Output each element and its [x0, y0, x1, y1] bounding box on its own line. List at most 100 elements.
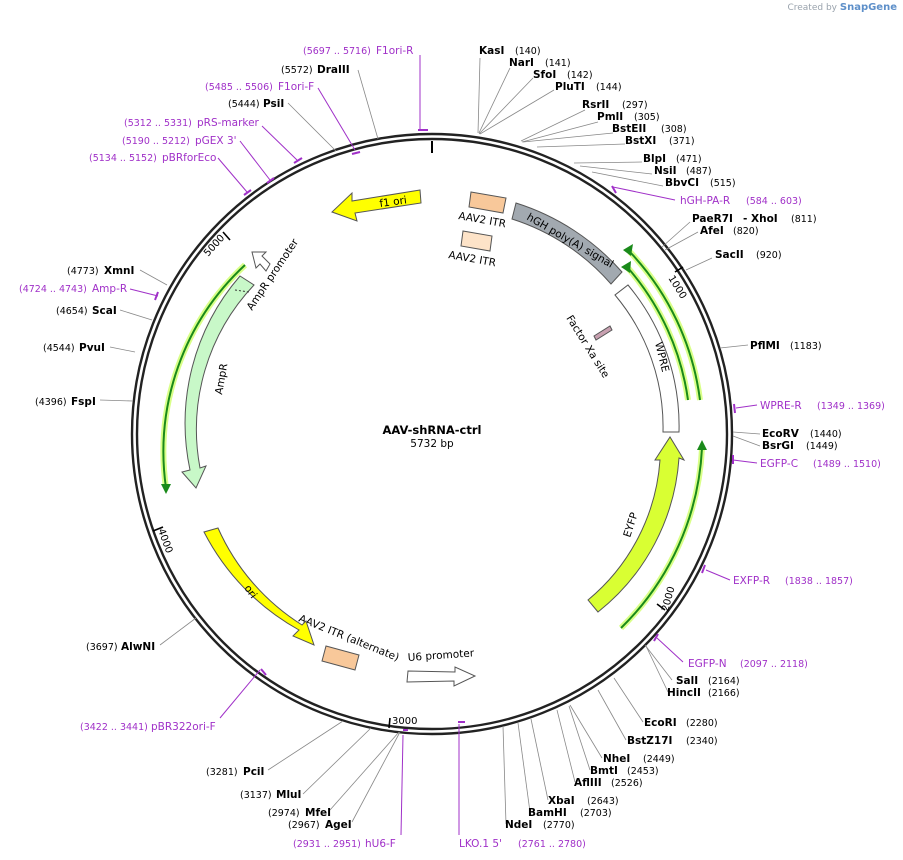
- enzyme-bbvci[interactable]: BbvCI(515): [665, 177, 736, 189]
- enzyme-mfei[interactable]: (2974)MfeI: [268, 807, 331, 819]
- enzyme-nhei[interactable]: NheI(2449): [603, 753, 675, 765]
- primer-f1ori-r[interactable]: (5697 .. 5716)F1ori-R: [303, 45, 413, 57]
- enzyme-pvui[interactable]: (4544)PvuI: [43, 342, 105, 354]
- enzyme-pluti[interactable]: PluTI(144): [555, 81, 622, 93]
- enzyme-pmli[interactable]: PmlI (305): [597, 111, 660, 123]
- primer-f1ori-f[interactable]: (5485 .. 5506)F1ori-F: [205, 81, 314, 93]
- enzyme-bamhi[interactable]: BamHI(2703): [528, 807, 612, 819]
- feature-hgh-polya[interactable]: hGH poly(A) signal: [511, 202, 623, 285]
- enzyme-pcii[interactable]: (3281)PciI: [206, 766, 264, 778]
- primer-pbr322ori-f[interactable]: (3422 .. 3441)pBR322ori-F: [80, 721, 216, 733]
- primer-pgex-3[interactable]: (5190 .. 5212)pGEX 3': [122, 135, 237, 147]
- enzyme-name: BamHI: [528, 807, 567, 819]
- enzyme-bsteii[interactable]: BstEII(308): [612, 123, 687, 135]
- tick-3000: 3000: [388, 716, 417, 729]
- enzyme-name: BmtI: [590, 765, 618, 777]
- enzyme-nari[interactable]: NarI(141): [509, 57, 571, 69]
- feature-u6-promoter[interactable]: U6 promoter: [406, 647, 477, 687]
- enzyme-bstz17i[interactable]: BstZ17I (2340): [627, 735, 718, 747]
- enzyme-pos: (2280): [686, 718, 718, 729]
- enzyme-pflmi[interactable]: PflMI(1183): [750, 340, 822, 352]
- enzyme-psii[interactable]: (5444)PsiI: [228, 98, 284, 110]
- enzyme-agei[interactable]: (2967)AgeI: [288, 819, 352, 831]
- feature-eyfp[interactable]: EYFP: [587, 436, 686, 613]
- enzyme-sali[interactable]: SalI(2164): [676, 675, 740, 687]
- enzyme-blpi[interactable]: BlpI(471): [643, 153, 702, 165]
- feature-aav2-itr-1[interactable]: AAV2 ITR: [457, 191, 507, 230]
- enzyme-pos: (3281): [206, 767, 238, 778]
- primer-name: EGFP-N: [688, 658, 727, 670]
- enzyme-ndei[interactable]: NdeI(2770): [505, 819, 575, 831]
- enzyme-name: NheI: [603, 753, 630, 765]
- enzyme-fspi[interactable]: (4396)FspI: [35, 396, 96, 408]
- primer-pbrforeco[interactable]: (5134 .. 5152)pBRforEco: [89, 152, 216, 164]
- enzyme-ecori[interactable]: EcoRI(2280): [644, 717, 718, 729]
- primer-lko1-5[interactable]: LKO.1 5'(2761 .. 2780): [459, 838, 586, 850]
- primer-name: pRS-marker: [197, 117, 260, 129]
- feature-f1-ori[interactable]: f1 ori: [331, 189, 422, 222]
- enzyme-pos: (1183): [790, 341, 822, 352]
- enzyme-bstxi[interactable]: BstXI(371): [625, 135, 695, 147]
- enzyme-name: AfeI: [700, 225, 724, 237]
- enzyme-pos: (4773): [67, 266, 99, 277]
- enzyme-afei[interactable]: AfeI(820): [700, 225, 759, 237]
- primer-name: LKO.1 5': [459, 838, 502, 850]
- primer-prs-marker[interactable]: (5312 .. 5331)pRS-marker: [124, 117, 260, 129]
- enzyme-draiii[interactable]: (5572)DraIII: [281, 64, 350, 76]
- primer-hgh-pa-r[interactable]: hGH-PA-R(584 .. 603): [680, 195, 802, 207]
- enzyme-name: AgeI: [325, 819, 352, 831]
- enzyme-pos: (305): [634, 112, 660, 123]
- enzyme-pos: (144): [596, 82, 622, 93]
- enzyme-name: XbaI: [548, 795, 575, 807]
- enzyme-pos: (5572): [281, 65, 313, 76]
- brand-prefix: Created by: [787, 3, 837, 13]
- enzyme-mlui[interactable]: (3137)MluI: [240, 789, 301, 801]
- primer-hu6-f[interactable]: (2931 .. 2951)hU6-F: [293, 838, 396, 850]
- outer-arrow-right-1: [623, 244, 703, 401]
- enzyme-xbai[interactable]: XbaI(2643): [548, 795, 619, 807]
- enzyme-name: RsrII: [582, 99, 609, 111]
- enzyme-sfoi[interactable]: SfoI(142): [533, 69, 593, 81]
- enzyme-name: PvuI: [79, 342, 105, 354]
- enzyme-bsrgi[interactable]: BsrGI(1449): [762, 440, 838, 452]
- enzyme-name: BstZ17I: [627, 735, 672, 747]
- enzyme-name: EcoRV: [762, 428, 800, 440]
- enzyme-afliii[interactable]: AflIII(2526): [574, 777, 643, 789]
- enzyme-nsii[interactable]: NsiI (487): [654, 165, 712, 177]
- feature-label-f1-ori: f1 ori: [379, 194, 408, 210]
- primer-amp-r[interactable]: (4724 .. 4743)Amp-R: [19, 283, 127, 295]
- tick-label-3000: 3000: [392, 716, 417, 727]
- enzyme-name: PmlI: [597, 111, 623, 123]
- feature-aav2-itr-2[interactable]: AAV2 ITR: [447, 230, 497, 269]
- enzyme-kasi[interactable]: KasI(140): [479, 45, 541, 57]
- enzyme-pos: (3697): [86, 642, 118, 653]
- primer-egfp-n[interactable]: EGFP-N(2097 .. 2118): [688, 658, 808, 670]
- enzyme-scai[interactable]: (4654)ScaI: [56, 305, 117, 317]
- enzyme-pos: (487): [686, 166, 712, 177]
- enzyme-name: BlpI: [643, 153, 666, 165]
- enzyme-hincii[interactable]: HincII(2166): [667, 687, 740, 699]
- enzyme-xmni[interactable]: (4773)XmnI: [67, 265, 134, 277]
- enzyme-pos: (2340): [686, 736, 718, 747]
- feature-ampr[interactable]: AmpR: [181, 275, 255, 489]
- enzyme-name: BstXI: [625, 135, 656, 147]
- enzyme-sacii[interactable]: SacII(920): [715, 249, 782, 261]
- feature-label-hgh-polya: hGH poly(A) signal: [525, 211, 616, 270]
- enzyme-alwni[interactable]: (3697)AlwNI: [86, 641, 155, 653]
- enzyme-rsrii[interactable]: RsrII(297): [582, 99, 648, 111]
- primer-exfp-r[interactable]: EXFP-R(1838 .. 1857): [733, 575, 853, 587]
- enzyme-name: NsiI: [654, 165, 677, 177]
- enzyme-ecorv[interactable]: EcoRV(1440): [762, 428, 842, 440]
- enzyme-name: SfoI: [533, 69, 556, 81]
- feature-ori[interactable]: ori: [203, 527, 315, 646]
- feature-factor-xa[interactable]: Factor Xa site: [563, 313, 613, 380]
- enzyme-bmti[interactable]: BmtI(2453): [590, 765, 659, 777]
- primer-egfp-c[interactable]: EGFP-C(1489 .. 1510): [760, 458, 881, 470]
- feature-wpre[interactable]: WPRE: [614, 284, 680, 433]
- primer-wpre-r[interactable]: WPRE-R(1349 .. 1369): [760, 400, 885, 412]
- feature-ampr-promoter[interactable]: AmpR promoter: [245, 236, 302, 312]
- feature-label-aav2-itr-1: AAV2 ITR: [457, 210, 506, 230]
- feature-label-u6-promoter: U6 promoter: [407, 647, 475, 664]
- enzyme-paer7i-xhoi[interactable]: PaeR7I- XhoI(811): [692, 213, 817, 225]
- enzyme-pos: (308): [661, 124, 687, 135]
